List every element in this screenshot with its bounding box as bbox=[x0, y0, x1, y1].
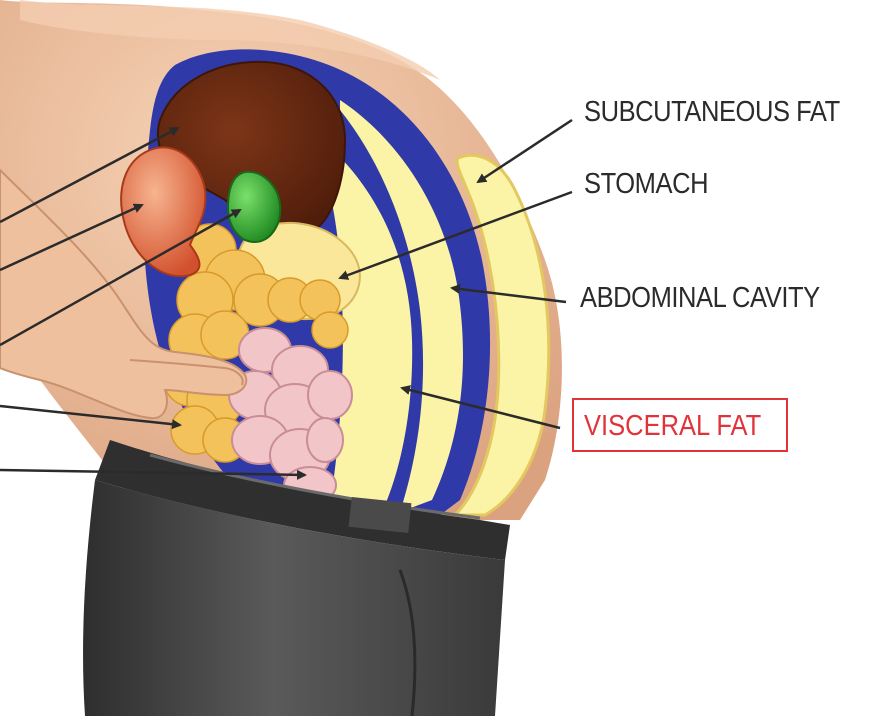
label-visceral-fat: VISCERAL FAT bbox=[584, 410, 761, 443]
label-abdominal-cavity: ABDOMINAL CAVITY bbox=[580, 282, 820, 315]
label-visceral-fat-box: VISCERAL FAT bbox=[572, 398, 788, 452]
label-subcutaneous-fat: SUBCUTANEOUS FAT bbox=[584, 96, 840, 129]
arrow-subcutaneous-fat bbox=[478, 120, 572, 182]
label-stomach: STOMACH bbox=[584, 168, 708, 201]
